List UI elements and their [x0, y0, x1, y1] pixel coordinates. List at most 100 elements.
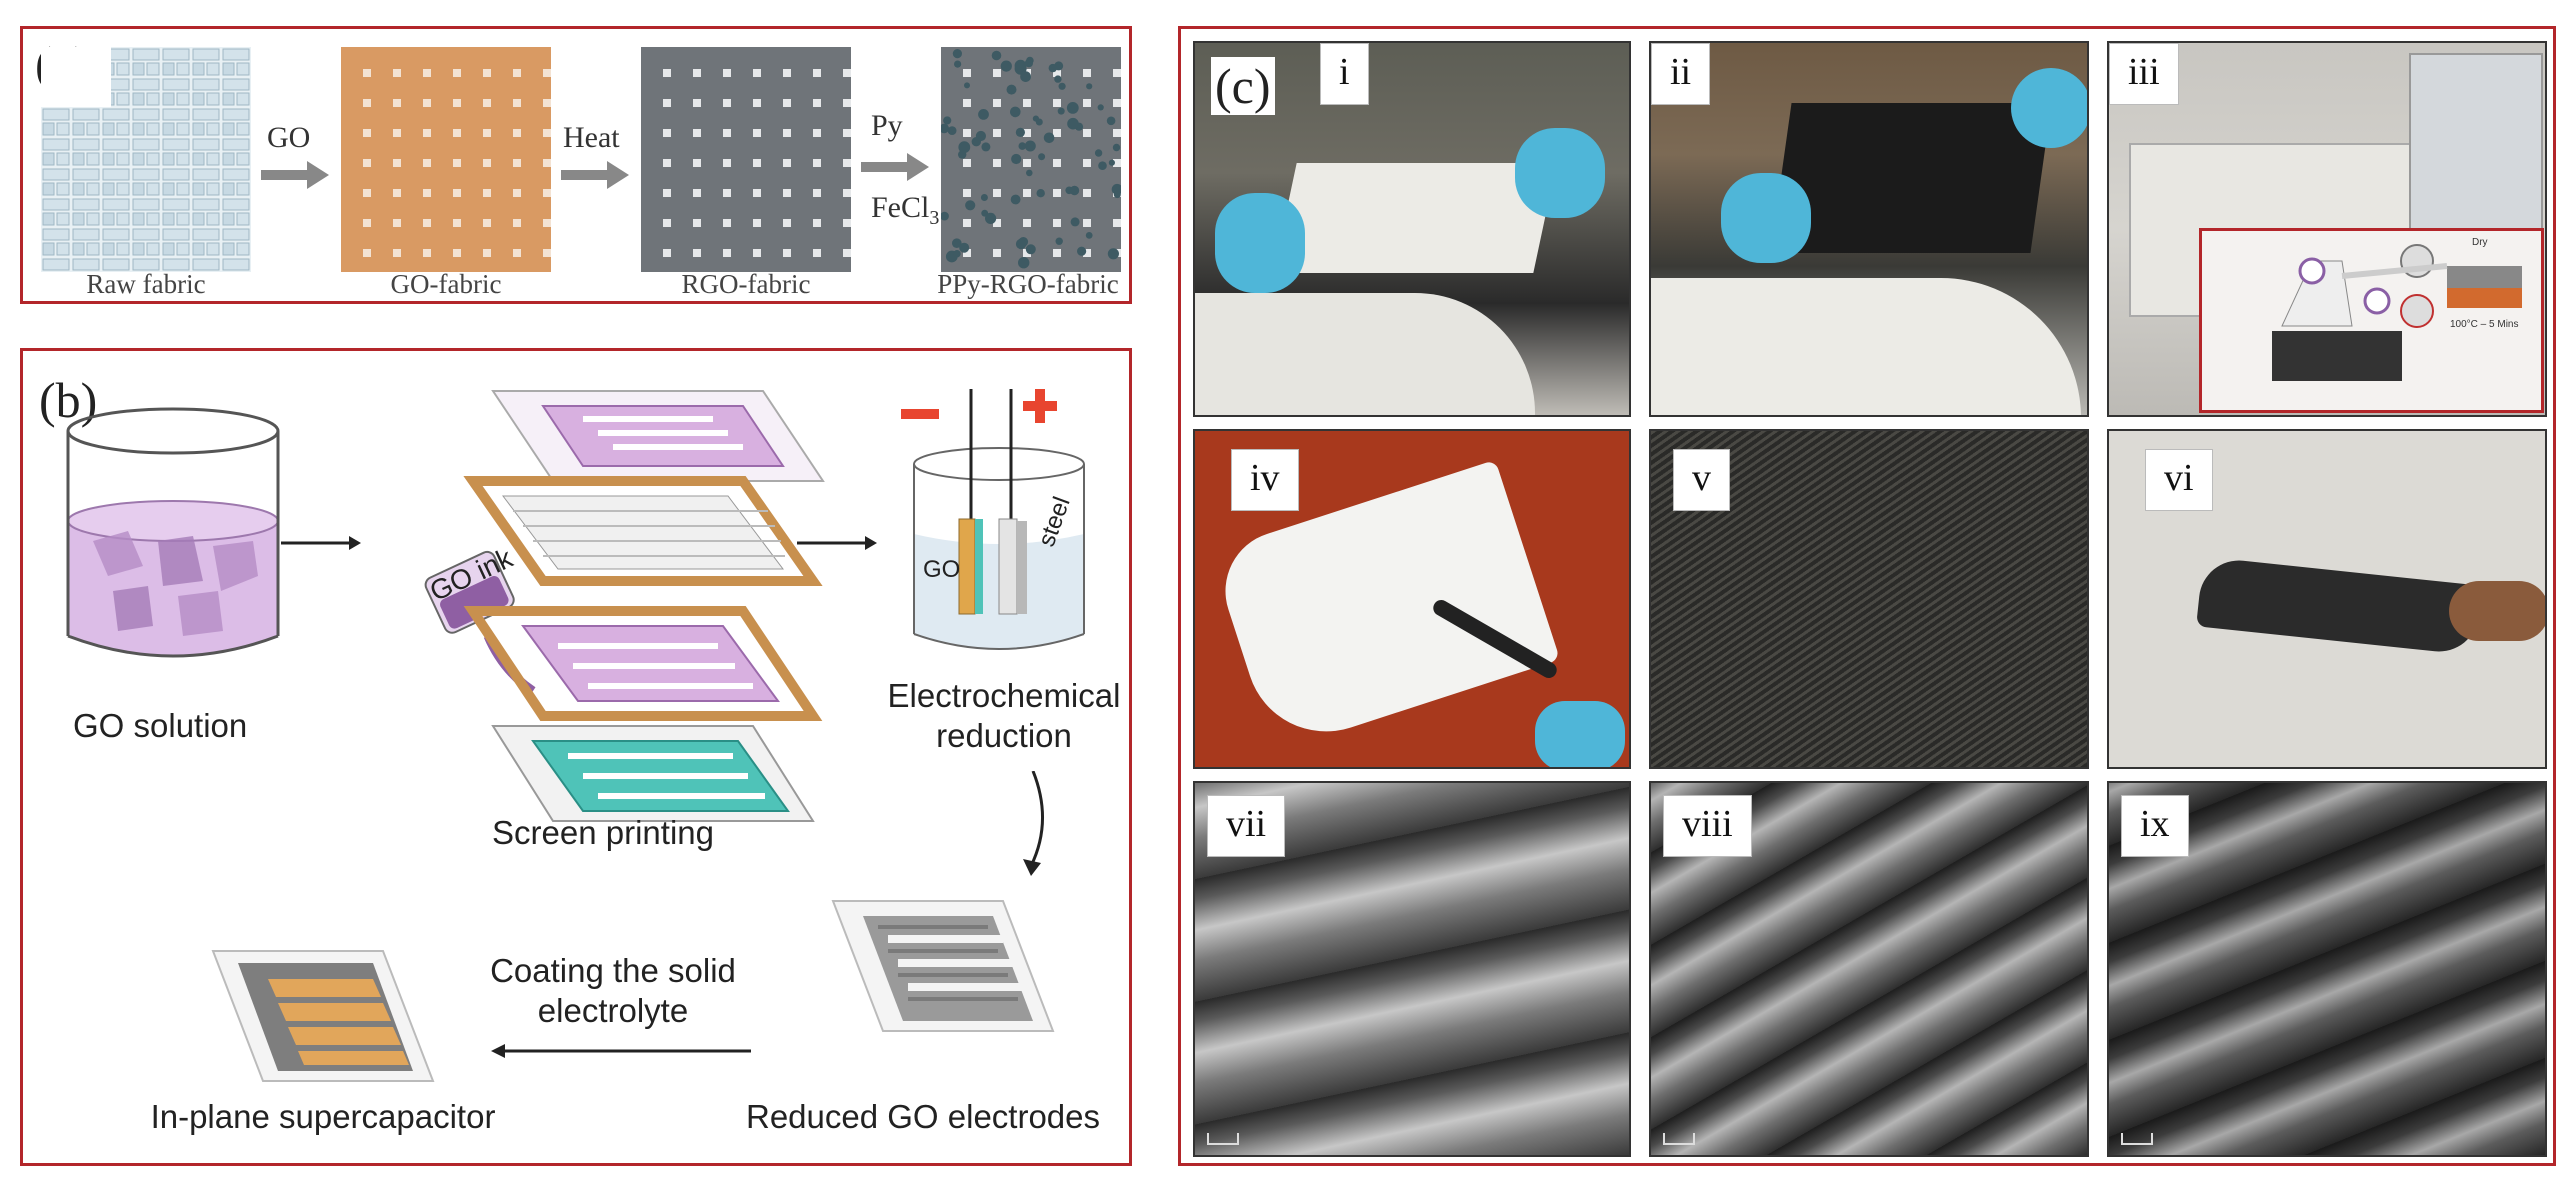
photo-i-label: i	[1320, 43, 1369, 105]
lab-coat	[1195, 293, 1535, 415]
glove-right	[1515, 128, 1605, 218]
ppy-particle	[975, 130, 986, 142]
ppy-particle	[958, 141, 971, 154]
ppy-particle	[1048, 63, 1057, 73]
raw-fabric-image	[41, 47, 251, 272]
scale-bar-vii	[1207, 1133, 1239, 1145]
raw-fabric-caption: Raw fabric	[86, 269, 206, 299]
photo-vi: vi	[2107, 429, 2547, 769]
control-panel	[2409, 53, 2543, 237]
arrow-fecl3-label: FeCl3	[871, 191, 939, 230]
fecl-subscript: 3	[929, 207, 940, 229]
ppy-particle	[1026, 169, 1033, 177]
rgo-fabric-caption: RGO-fabric	[681, 269, 811, 299]
ppy-particle	[947, 126, 957, 135]
panel-b: (b) GO solution	[20, 348, 1132, 1166]
ppy-particle	[952, 49, 962, 59]
ppy-particle	[1006, 84, 1017, 95]
screen-printing-stack	[383, 371, 853, 851]
coating-line1: Coating the solid	[490, 952, 736, 989]
panel-c: (c) i ii Dry	[1178, 26, 2556, 1166]
arrow-to-supercap	[491, 1041, 751, 1061]
ppy-particle	[1112, 143, 1121, 152]
go-fabric-caption: GO-fabric	[390, 269, 502, 299]
ppy-particle	[978, 109, 989, 120]
photo-viii-label: viii	[1663, 795, 1752, 857]
electrochemical-cell	[889, 369, 1109, 669]
inset-diagram: Dry 100°C – 5 Mins	[2199, 228, 2544, 413]
ppy-particle	[943, 116, 952, 125]
ppy-particle	[1107, 248, 1119, 260]
glove-iv	[1535, 701, 1625, 767]
ppy-particle	[1018, 257, 1030, 269]
photo-ix: ix	[2107, 781, 2547, 1157]
arrow-py-label: Py	[871, 109, 903, 142]
photo-iii: Dry 100°C – 5 Mins iii	[2107, 41, 2547, 417]
ppy-particle	[954, 60, 962, 68]
photo-ii-label: ii	[1651, 43, 1711, 105]
ppy-particle	[1043, 132, 1055, 144]
ppy-particle	[1036, 189, 1045, 198]
reduced-go-electrodes	[793, 881, 1073, 1081]
ppy-particle	[1011, 153, 1022, 165]
ppy-particle	[1065, 186, 1073, 195]
photo-vii-label: vii	[1207, 795, 1286, 857]
inset-dry-label: Dry	[2472, 237, 2488, 248]
ppy-particle	[1015, 127, 1025, 137]
ppy-particle	[1066, 102, 1079, 114]
ppy-particle	[964, 82, 970, 89]
ppy-particle	[959, 242, 970, 253]
fabric-sheet-black	[1770, 103, 2052, 253]
coating-label: Coating the solid electrolyte	[463, 951, 763, 1031]
arrow-to-electrochem	[797, 533, 877, 553]
ppy-particle	[981, 142, 991, 152]
photo-ii: ii	[1649, 41, 2089, 417]
ppy-particle	[1024, 140, 1036, 152]
curved-arrow-down	[1013, 771, 1073, 881]
inset-temp-label: 100°C – 5 Mins	[2450, 319, 2519, 330]
plus-sign-v	[1035, 389, 1045, 423]
ppy-particle	[1094, 149, 1103, 157]
ppy-particle	[1070, 217, 1080, 227]
ppy-particle	[1097, 104, 1104, 111]
ppy-particle	[952, 238, 962, 248]
ppy-particle	[1015, 238, 1027, 250]
glove-ii-right	[2011, 68, 2087, 148]
supercap-caption: In-plane supercapacitor	[150, 1098, 496, 1135]
photo-vi-label: vi	[2145, 449, 2213, 511]
photo-iv: iv	[1193, 429, 1631, 769]
electrochem-line1: Electrochemical	[887, 677, 1121, 714]
electrochem-line2: reduction	[936, 717, 1072, 754]
ppy-particle	[1010, 194, 1021, 205]
black-fabric-roll	[2196, 556, 2482, 656]
ppy-particle	[941, 211, 949, 221]
ppy-particle	[985, 212, 997, 224]
coating-line2: electrolyte	[537, 992, 689, 1029]
ppy-particle	[1055, 237, 1063, 245]
arrow-to-screen-printing	[281, 533, 361, 553]
minus-sign	[901, 409, 939, 419]
ppy-particle	[980, 194, 988, 201]
ppy-particle	[953, 250, 961, 258]
ppy-particle	[1113, 191, 1121, 199]
arrow-heat-label: Heat	[563, 121, 620, 154]
ppy-rgo-fabric-caption: PPy-RGO-fabric	[937, 269, 1119, 299]
ppy-particle	[1010, 106, 1021, 118]
ppy-particle	[1058, 82, 1066, 90]
photo-v: v	[1649, 429, 2089, 769]
electrode-go-label: GO	[923, 556, 961, 583]
electrochem-caption: Electrochemical reduction	[879, 676, 1129, 756]
ppy-particle	[1032, 115, 1039, 122]
rgo-fabric-image	[641, 47, 851, 272]
ppy-particle	[1038, 153, 1046, 161]
ppy-particle	[1000, 60, 1012, 72]
ppy-particle	[1014, 59, 1027, 72]
ppy-particle	[1086, 83, 1093, 90]
photo-iii-label: iii	[2109, 43, 2179, 105]
ppy-particle	[1085, 232, 1093, 239]
go-solution-caption: GO solution	[73, 707, 248, 744]
ppy-particle	[1054, 75, 1062, 83]
supercapacitor-device	[173, 931, 473, 1121]
lab-coat-ii	[1651, 278, 2081, 415]
arrow-go	[261, 161, 331, 189]
